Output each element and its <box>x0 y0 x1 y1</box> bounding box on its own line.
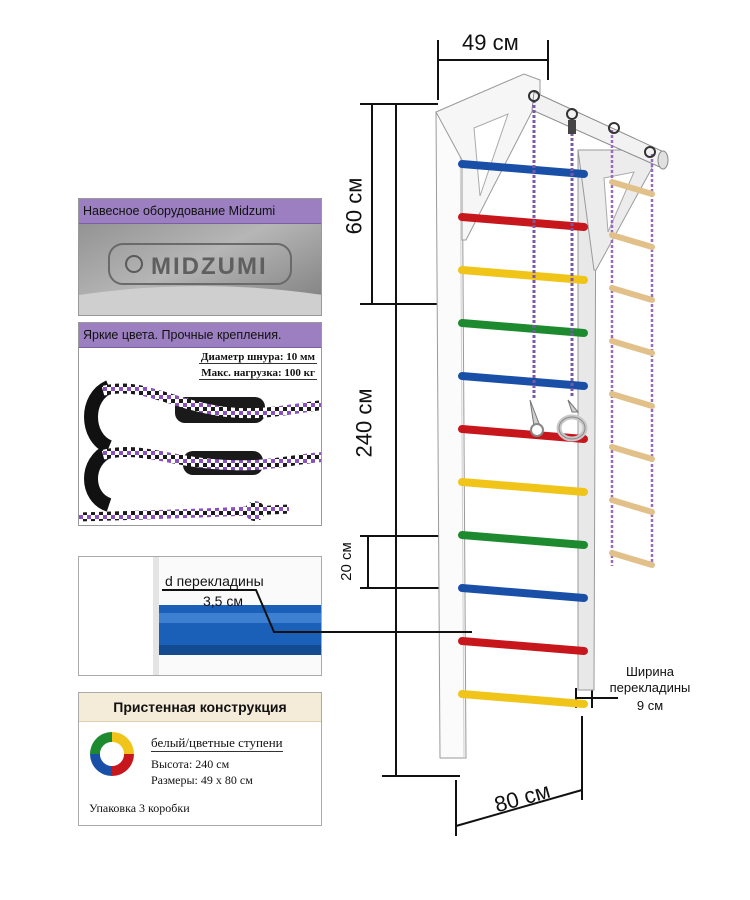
panel-bright-colors: Яркие цвета. Прочные крепления. Диаметр … <box>78 322 322 526</box>
rung-7 <box>458 478 588 496</box>
rung-width-line3: 9 см <box>636 698 664 713</box>
rung-2 <box>458 213 588 231</box>
rung-width-line2: перекладины <box>609 680 691 695</box>
dimension-lines <box>360 40 618 836</box>
panel-midzumi-title: Навесное оборудование Midzumi <box>79 199 321 224</box>
ladder-rung-1 <box>609 179 655 197</box>
construction-packaging: Упаковка 3 коробки <box>89 801 190 815</box>
rung-width-line1: Ширина <box>625 664 675 679</box>
dimension-top-height: 60 см <box>341 177 367 235</box>
rung-5 <box>458 372 588 390</box>
panel-rung-diameter: d перекладины 3,5 см <box>78 556 322 676</box>
color-ring-icon <box>90 732 134 776</box>
panel-construction-title: Пристенная конструкция <box>79 693 321 722</box>
carabiner-rope-image <box>79 380 321 522</box>
rung-4 <box>458 319 588 337</box>
gymnastic-rings <box>528 90 588 442</box>
ladder-rung-8 <box>609 550 655 568</box>
midzumi-logo: MIDZUMI <box>151 253 268 280</box>
dimension-total-height: 240 см <box>351 388 377 458</box>
rung-8 <box>458 531 588 549</box>
panel-wall-construction: Пристенная конструкция белый/цветные сту… <box>78 692 322 826</box>
panel-midzumi-equipment: Навесное оборудование Midzumi MIDZUMI <box>78 198 322 316</box>
top-bracket <box>435 73 653 271</box>
rung-1 <box>458 160 588 178</box>
max-load: Макс. нагрузка: 100 кг <box>199 367 317 380</box>
rung-11 <box>458 690 588 708</box>
ladder-rung-3 <box>609 285 655 303</box>
ladder-rung-7 <box>609 497 655 515</box>
cord-diameter: Диаметр шнура: 10 мм <box>198 351 317 364</box>
rungs <box>458 160 588 708</box>
ladder-rung-4 <box>609 338 655 356</box>
rung-diameter-label: d перекладины <box>165 573 264 589</box>
rung-diameter-value: 3,5 см <box>203 593 243 609</box>
top-bar <box>531 91 669 170</box>
panel-colors-title: Яркие цвета. Прочные крепления. <box>79 323 321 348</box>
rung-9 <box>458 584 588 602</box>
rung-10 <box>458 637 588 655</box>
dimension-top-width: 49 см <box>462 30 519 55</box>
rope-ladder <box>608 122 656 568</box>
construction-steps: белый/цветные ступени <box>151 735 283 752</box>
construction-height: Высота: 240 см <box>151 757 230 771</box>
ladder-rung-6 <box>609 444 655 462</box>
rung-3 <box>458 266 588 284</box>
ladder-rung-2 <box>609 232 655 250</box>
dimension-rung-spacing: 20 см <box>337 542 355 581</box>
ladder-rung-5 <box>609 391 655 409</box>
construction-size: Размеры: 49 х 80 см <box>151 773 253 787</box>
